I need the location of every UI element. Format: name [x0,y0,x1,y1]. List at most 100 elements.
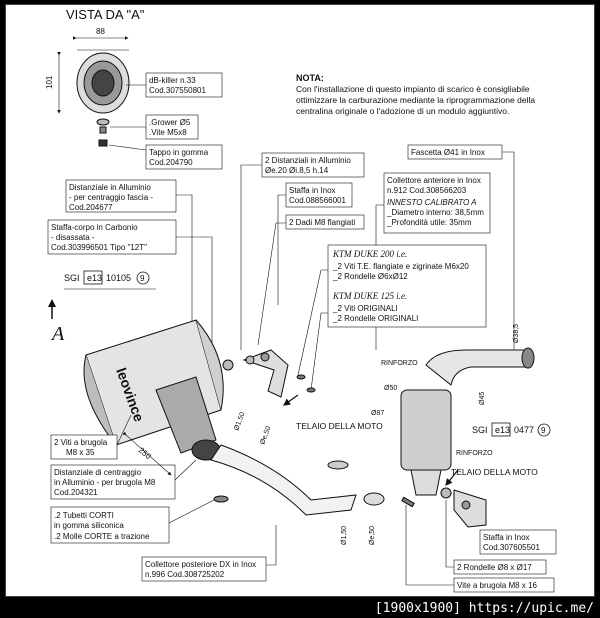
svg-text:Collettore anteriore in Inox: Collettore anteriore in Inox [387,176,481,185]
svg-text:.2 Molle CORTE a trazione: .2 Molle CORTE a trazione [54,532,150,541]
staffa-inox-bracket [222,349,316,398]
svg-text:_Diametro interno: 38,5mm: _Diametro interno: 38,5mm [386,208,484,217]
label-telaio-1: TELAIO DELLA MOTO [283,394,383,431]
svg-text:in gomma siliconica: in gomma siliconica [54,521,124,530]
label-vite-m8: Vite a brugola M8 x 16 [405,505,555,593]
svg-text:Distanziale di centraggio: Distanziale di centraggio [54,468,142,477]
dim-height: 101 [45,75,54,89]
dim-de50-a: Øe,50 [259,425,272,445]
label-telaio-2: TELAIO DELLA MOTO [445,467,538,486]
svg-text:Øe.20 Øi.8,5 h.14: Øe.20 Øi.8,5 h.14 [265,166,329,175]
svg-text:9: 9 [140,274,145,283]
svg-text:Cod.307550801: Cod.307550801 [149,86,206,95]
svg-text:M8 x 35: M8 x 35 [66,448,95,457]
svg-text:Collettore posteriore DX in In: Collettore posteriore DX in Inox [145,560,256,569]
svg-text:_2 Viti ORIGINALI: _2 Viti ORIGINALI [332,304,398,313]
dim-de50-b: Øe,50 [369,526,376,545]
svg-text:TELAIO DELLA MOTO: TELAIO DELLA MOTO [296,421,383,431]
svg-text:2 Dadi M8 flangiati: 2 Dadi M8 flangiati [289,218,355,227]
label-distanziale-centraggio: Distanziale in Alluminio - per centraggi… [65,179,193,385]
dim-d150-b: Ø1,50 [341,526,348,545]
svg-text:Staffa in Inox: Staffa in Inox [483,533,530,542]
label-distanziali-alu: 2 Distanziali in Alluminio Øe.20 Øi.8,5 … [240,152,365,350]
view-title: VISTA DA "A" [66,7,145,22]
homologation-mark-2: SGI e13 0477 9 [472,422,551,437]
silencer-body: leovince [83,319,224,461]
svg-text:Con l'installazione di questo: Con l'installazione di questo impianto d… [296,84,530,94]
svg-text:INNESTO CALIBRATO A: INNESTO CALIBRATO A [387,198,477,207]
dim-d50: Ø50 [384,385,397,392]
svg-text:_2 Rondelle Ø6xØ12: _2 Rondelle Ø6xØ12 [332,272,408,281]
svg-text:A: A [50,323,65,345]
svg-text:Cod.204790: Cod.204790 [149,158,193,167]
label-rondelle: 2 Rondelle Ø8 x Ø17 [445,500,547,575]
svg-text:n.996 Cod.308725202: n.996 Cod.308725202 [145,570,225,579]
image-footer: [1900x1900] https://upic.me/ [374,601,594,616]
label-fascetta: Fascetta Ø41 in Inox [407,144,515,350]
label-rinforzo-1: RINFORZO [381,360,418,367]
exploded-view-diagram: VISTA DA "A" 88 101 dB-killer n.33 Cod.3… [45,7,557,593]
label-rinforzo-2: RINFORZO [456,450,493,457]
label-collettore-anteriore: Collettore anteriore in Inox n.912 Cod.3… [375,172,491,350]
svg-text:e13: e13 [87,273,102,283]
svg-text:Tappo in gomma: Tappo in gomma [149,148,209,157]
label-dbkiller: dB-killer n.33 Cod.307550801 [126,72,223,98]
label-grower: .Grower Ø5 .Vite M5x8 [110,114,199,140]
dim-d87: Ø87 [371,410,384,417]
svg-text:Vite a brugola M8 x 16: Vite a brugola M8 x 16 [457,581,537,590]
svg-text:Distanziale in Alluminio: Distanziale in Alluminio [69,183,151,192]
svg-text:2 Distanziali in Alluminio: 2 Distanziali in Alluminio [265,156,351,165]
svg-text:.Grower Ø5: .Grower Ø5 [149,118,191,127]
svg-text:_2 Viti T.E. flangiate e zigri: _2 Viti T.E. flangiate e zigrinate M6x20 [332,262,469,271]
label-tappo: Tappo in gomma Cod.204790 [108,144,223,170]
svg-text:KTM DUKE 125 i.e.: KTM DUKE 125 i.e. [332,291,407,301]
dim-250: 250 [137,446,153,462]
label-dadi: 2 Dadi M8 flangiati [257,214,365,346]
svg-text:Cod.088566001: Cod.088566001 [289,196,346,205]
ktm-box: KTM DUKE 200 i.e. _2 Viti T.E. flangiate… [297,244,487,391]
svg-text:2 Viti a brugola: 2 Viti a brugola [54,438,108,447]
label-collettore-posteriore: Collettore posteriore DX in Inox n.996 C… [141,525,277,582]
svg-text:centralina originale o l'adozi: centralina originale o l'adozione di un … [296,106,509,116]
svg-text:10105: 10105 [106,273,131,283]
label-tubetti: .2 Tubetti CORTI in gomma siliconica .2 … [50,499,215,544]
homologation-mark-1: SGI e13 10105 9 [64,270,156,290]
svg-text:e13: e13 [495,425,510,435]
svg-text:Staffa in Inox: Staffa in Inox [289,186,336,195]
svg-text:9: 9 [541,426,546,435]
svg-text:SGI: SGI [472,425,488,435]
svg-text:.Vite M5x8: .Vite M5x8 [149,128,187,137]
silencer-end-view [76,49,130,114]
svg-text:SGI: SGI [64,273,80,283]
svg-text:_2 Rondelle ORIGINALI: _2 Rondelle ORIGINALI [332,314,418,323]
label-staffa-inox-2: Staffa in Inox Cod.307605501 [479,529,557,555]
svg-text:Cod.204321: Cod.204321 [54,488,98,497]
label-staffa-carbonio: Staffa-corpo in Carbonio - disassata - C… [47,219,213,355]
front-collector-catalyst [363,347,535,506]
dim-d45: Ø45 [479,392,486,405]
svg-text:Cod.204677: Cod.204677 [69,203,113,212]
svg-text:- disassata -: - disassata - [51,233,95,242]
svg-text:Cod.303996501 Tipo "12T": Cod.303996501 Tipo "12T" [51,243,147,252]
svg-text:2 Rondelle Ø8 x Ø17: 2 Rondelle Ø8 x Ø17 [457,563,532,572]
svg-text:in Alluminio - per brugola M8: in Alluminio - per brugola M8 [54,478,156,487]
dim-d150-a: Ø1,50 [233,411,246,431]
view-arrow-a: A [48,299,65,345]
svg-text:- per centraggio fascia -: - per centraggio fascia - [69,193,153,202]
svg-text:TELAIO DELLA MOTO: TELAIO DELLA MOTO [451,467,538,477]
svg-text:Cod.307605501: Cod.307605501 [483,543,540,552]
label-distanziale-m8: Distanziale di centraggio in Alluminio -… [50,459,197,500]
svg-text:Staffa-corpo in Carbonio: Staffa-corpo in Carbonio [51,223,138,232]
svg-text:n.912 Cod.308566203: n.912 Cod.308566203 [387,186,467,195]
dim-width: 88 [96,27,105,36]
technical-drawing-sheet: VISTA DA "A" 88 101 dB-killer n.33 Cod.3… [5,4,595,597]
grower-screw-parts [96,118,110,147]
svg-text:KTM DUKE 200 i.e.: KTM DUKE 200 i.e. [332,249,407,259]
svg-text:Fascetta Ø41 in Inox: Fascetta Ø41 in Inox [411,148,485,157]
note-block: NOTA: Con l'installazione di questo impi… [296,73,535,116]
label-staffa-inox: Staffa in Inox Cod.088566001 [277,182,353,305]
svg-text:NOTA:: NOTA: [296,73,324,83]
svg-text:_Profondità utile: 35mm: _Profondità utile: 35mm [386,218,472,227]
staffa-inox-right-bracket [401,487,487,528]
svg-text:.2 Tubetti CORTI: .2 Tubetti CORTI [54,511,114,520]
